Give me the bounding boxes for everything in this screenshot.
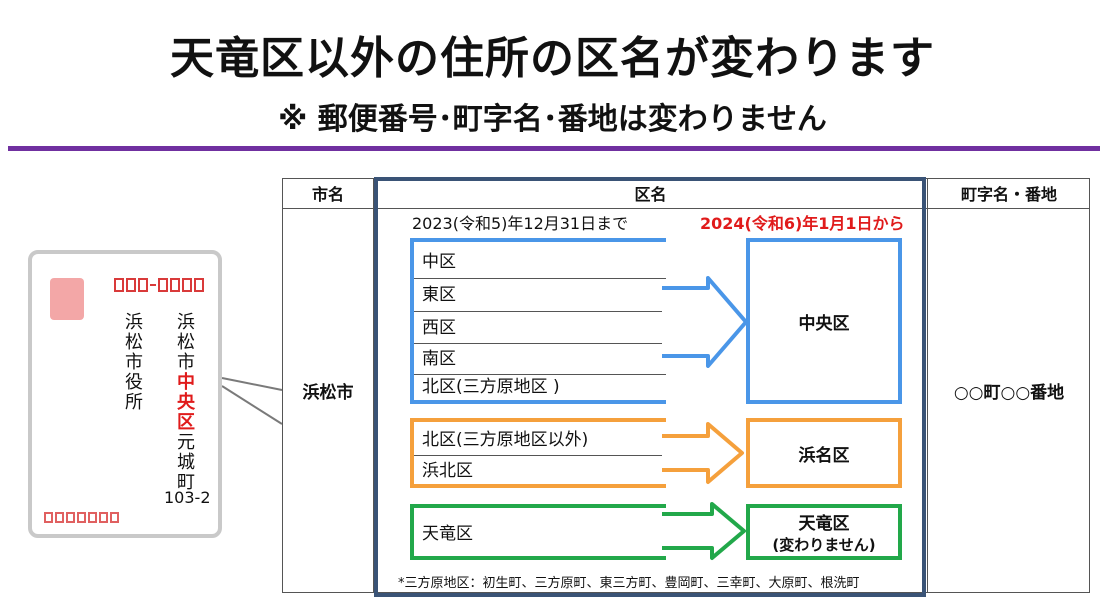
- new-ward-name: 天竜区: [798, 514, 850, 534]
- old-ward: 西区: [422, 318, 456, 338]
- new-ward-hamana: 浜名区: [746, 418, 902, 488]
- page-subtitle: ※ 郵便番号･町字名･番地は変わりません: [278, 102, 827, 137]
- column-separator: [373, 178, 374, 593]
- stamp-icon: [50, 278, 84, 320]
- old-ward: 天竜区: [422, 524, 473, 544]
- header-separator: [282, 208, 1090, 209]
- city-name: 浜松市: [302, 383, 354, 403]
- new-ward-name: 浜名区: [798, 445, 850, 466]
- callout-lines: [221, 377, 283, 425]
- old-wards-group-3: 天竜区: [410, 504, 666, 560]
- postal-code-boxes: [114, 278, 204, 292]
- address-number: 103-2: [164, 488, 211, 507]
- address-town: 元城町: [174, 432, 195, 492]
- divider-rule: [8, 146, 1100, 151]
- address-ward: 中央区: [174, 372, 195, 432]
- envelope-recipient: 浜松市役所: [122, 312, 143, 412]
- old-ward: 中区: [422, 252, 456, 272]
- old-ward: 南区: [422, 349, 456, 369]
- page-title: 天竜区以外の住所の区名が変わります: [170, 33, 935, 84]
- new-ward-tenryu: 天竜区 (変わりません): [746, 504, 902, 560]
- address-city: 浜松市: [174, 312, 195, 372]
- envelope-illustration: 浜松市中央区元城町 103-2 浜松市役所: [28, 250, 222, 538]
- before-date-label: 2023(令和5)年12月31日まで: [412, 214, 629, 233]
- column-separator: [927, 178, 928, 593]
- old-ward: 東区: [422, 285, 456, 305]
- header-city: 市名: [311, 185, 344, 204]
- header-address: 町字名・番地: [960, 185, 1057, 204]
- ward-column-frame: [374, 177, 926, 597]
- arrow-right-icon: [662, 502, 746, 560]
- sender-postal-boxes: [44, 512, 119, 523]
- new-ward-note: (変わりません): [772, 536, 876, 554]
- envelope-address: 浜松市中央区元城町: [174, 312, 195, 492]
- footnote: *三方原地区：初生町、三方原町、東三方町、豊岡町、三幸町、大原町、根洗町: [398, 576, 860, 591]
- old-ward: 北区(三方原地区 ): [422, 377, 560, 397]
- old-ward: 北区(三方原地区以外): [422, 430, 589, 450]
- arrow-right-icon: [662, 422, 744, 484]
- arrow-right-icon: [662, 276, 748, 368]
- after-date-label: 2024(令和6)年1月1日から: [700, 214, 905, 233]
- address-value: ○○町○○番地: [953, 383, 1065, 403]
- old-ward: 浜北区: [422, 461, 473, 481]
- old-wards-group-2: 北区(三方原地区以外) 浜北区: [410, 418, 666, 488]
- old-wards-group-1: 中区 東区 西区 南区 北区(三方原地区 ): [410, 238, 666, 404]
- new-ward-name: 中央区: [798, 313, 850, 334]
- header-ward: 区名: [634, 185, 667, 204]
- new-ward-chuo: 中央区: [746, 238, 902, 404]
